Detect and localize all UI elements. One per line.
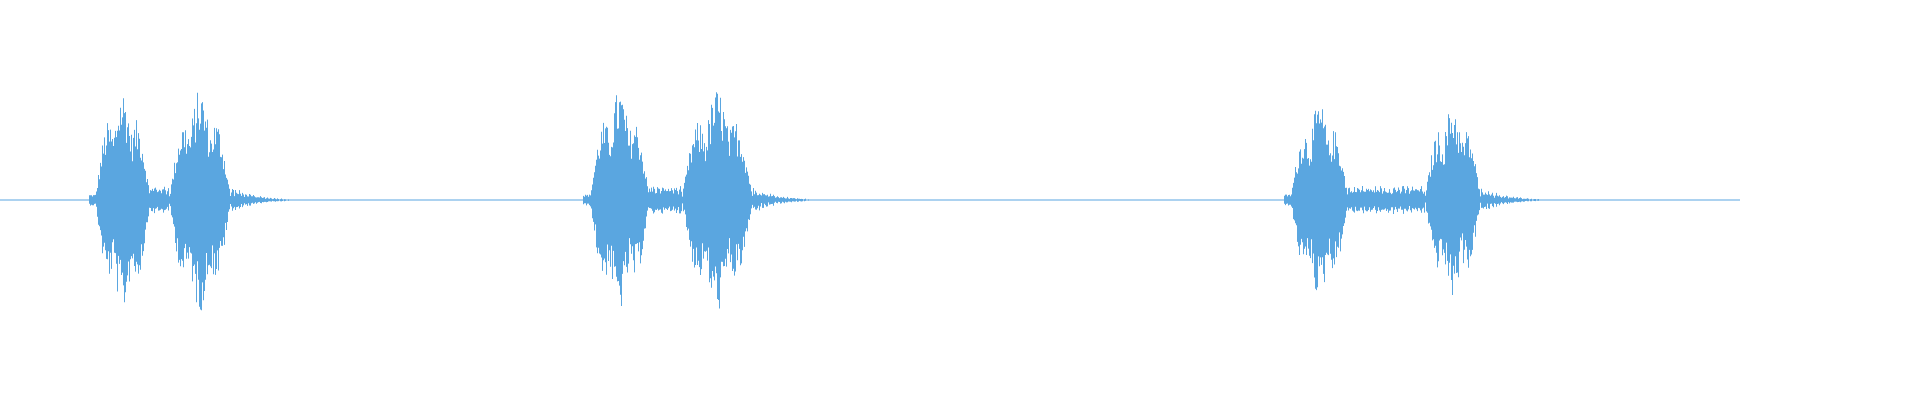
waveform-burst-1-b bbox=[169, 88, 230, 312]
waveform-burst-3-a bbox=[1290, 101, 1348, 298]
waveform-burst-2-a bbox=[589, 88, 649, 312]
waveform-body bbox=[89, 92, 1539, 311]
waveform-burst-1-a bbox=[95, 88, 150, 312]
waveform-burst-3-b bbox=[1425, 101, 1481, 298]
waveform-burst-2-b bbox=[682, 88, 753, 312]
